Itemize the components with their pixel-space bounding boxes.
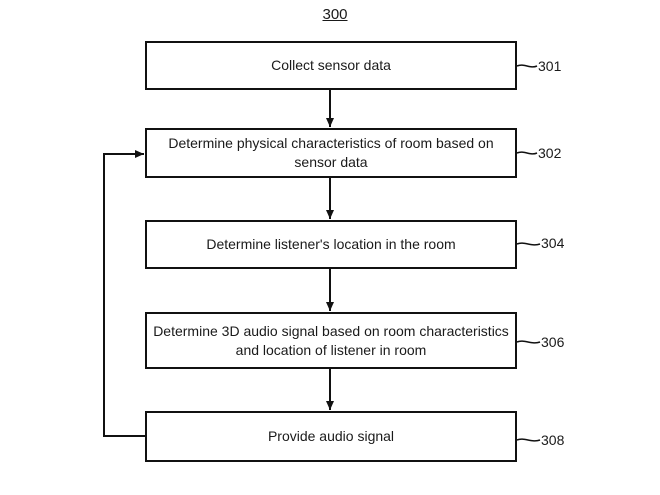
- leader-line-308: [516, 438, 541, 442]
- step-box-determine-3d-audio-signal: Determine 3D audio signal based on room …: [145, 312, 517, 369]
- step-box-provide-audio-signal: Provide audio signal: [145, 411, 517, 462]
- reference-label-302: 302: [538, 145, 562, 161]
- reference-label-306: 306: [541, 334, 565, 350]
- figure-number: 300: [322, 6, 348, 23]
- reference-label-308: 308: [541, 432, 565, 448]
- reference-label-304: 304: [541, 235, 565, 251]
- leader-line-302: [516, 151, 538, 155]
- leader-line-301: [516, 64, 538, 68]
- step-box-determine-listener-location: Determine listener's location in the roo…: [145, 220, 517, 269]
- step-box-collect-sensor-data: Collect sensor data: [145, 41, 517, 90]
- leader-line-306: [516, 340, 541, 344]
- leader-line-304: [516, 242, 541, 246]
- reference-label-301: 301: [538, 58, 562, 74]
- step-box-determine-room-characteristics: Determine physical characteristics of ro…: [145, 128, 517, 178]
- feedback-loop-arrow: [103, 150, 145, 437]
